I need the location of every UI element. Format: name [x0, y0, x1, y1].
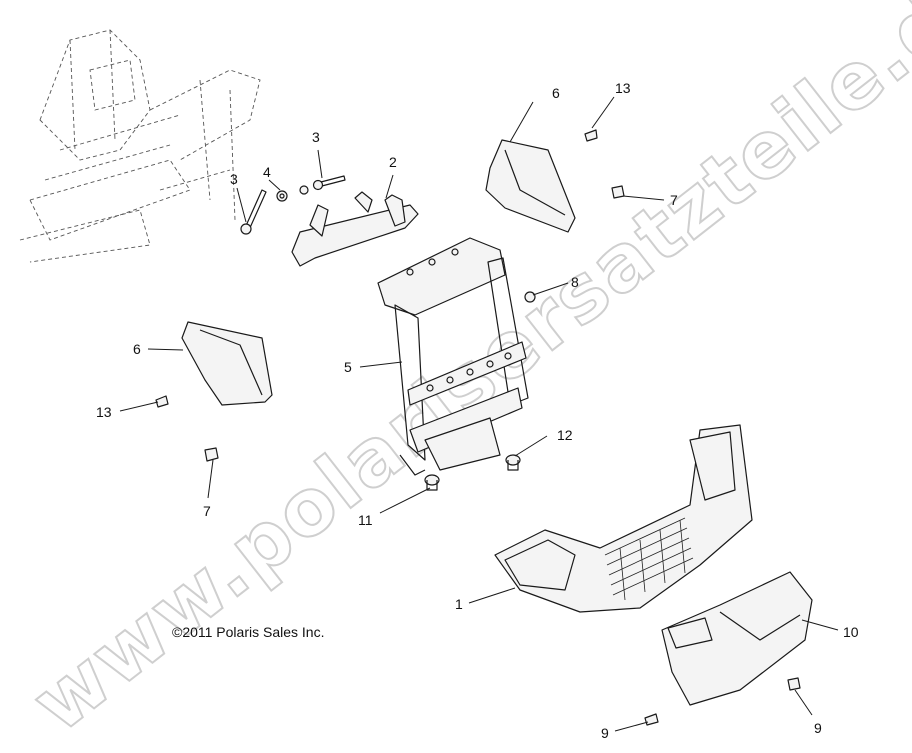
part-8-clip — [524, 291, 536, 303]
part-11-grommet — [424, 474, 440, 491]
callout-7-right: 7 — [670, 192, 678, 208]
part-5-radiator-frame — [377, 237, 529, 476]
part-6-cover-right — [485, 139, 576, 233]
callout-7-left: 7 — [203, 503, 211, 519]
callout-13-left: 13 — [96, 404, 112, 420]
callout-2: 2 — [389, 154, 397, 170]
callout-10: 10 — [843, 624, 859, 640]
callout-13-right: 13 — [615, 80, 631, 96]
part-9-screw-right — [787, 677, 801, 691]
part-4-nut-right — [299, 185, 309, 195]
callout-3-left: 3 — [230, 171, 238, 187]
radiator-grille — [604, 517, 694, 601]
callout-5: 5 — [344, 359, 352, 375]
callout-6-right: 6 — [552, 85, 560, 101]
copyright-text: ©2011 Polaris Sales Inc. — [172, 624, 324, 640]
callout-4: 4 — [263, 164, 271, 180]
callout-3-right: 3 — [312, 129, 320, 145]
callout-6-left: 6 — [133, 341, 141, 357]
part-13-screw-right — [584, 129, 598, 142]
part-4-nut-left — [276, 190, 288, 202]
leader-lines — [119, 96, 839, 732]
callout-8: 8 — [571, 274, 579, 290]
part-9-screw-left — [644, 713, 659, 726]
callout-11: 11 — [358, 512, 373, 528]
part-3-bolt-right — [312, 175, 346, 191]
callout-1: 1 — [455, 596, 463, 612]
part-3-bolt-left — [240, 189, 267, 235]
callout-9-left: 9 — [601, 725, 609, 741]
part-1-front-fascia — [494, 424, 753, 613]
part-7-clip-right — [611, 185, 625, 199]
callout-12: 12 — [557, 427, 573, 443]
part-12-grommet — [505, 454, 521, 471]
callout-9-right: 9 — [814, 720, 822, 736]
part-6-cover-left — [181, 321, 273, 406]
part-7-clip-left — [204, 447, 219, 462]
vehicle-frame-reference — [19, 29, 261, 263]
part-2-bracket — [291, 191, 419, 267]
part-10-lower-bumper — [661, 571, 813, 706]
part-13-screw-left — [155, 395, 169, 408]
